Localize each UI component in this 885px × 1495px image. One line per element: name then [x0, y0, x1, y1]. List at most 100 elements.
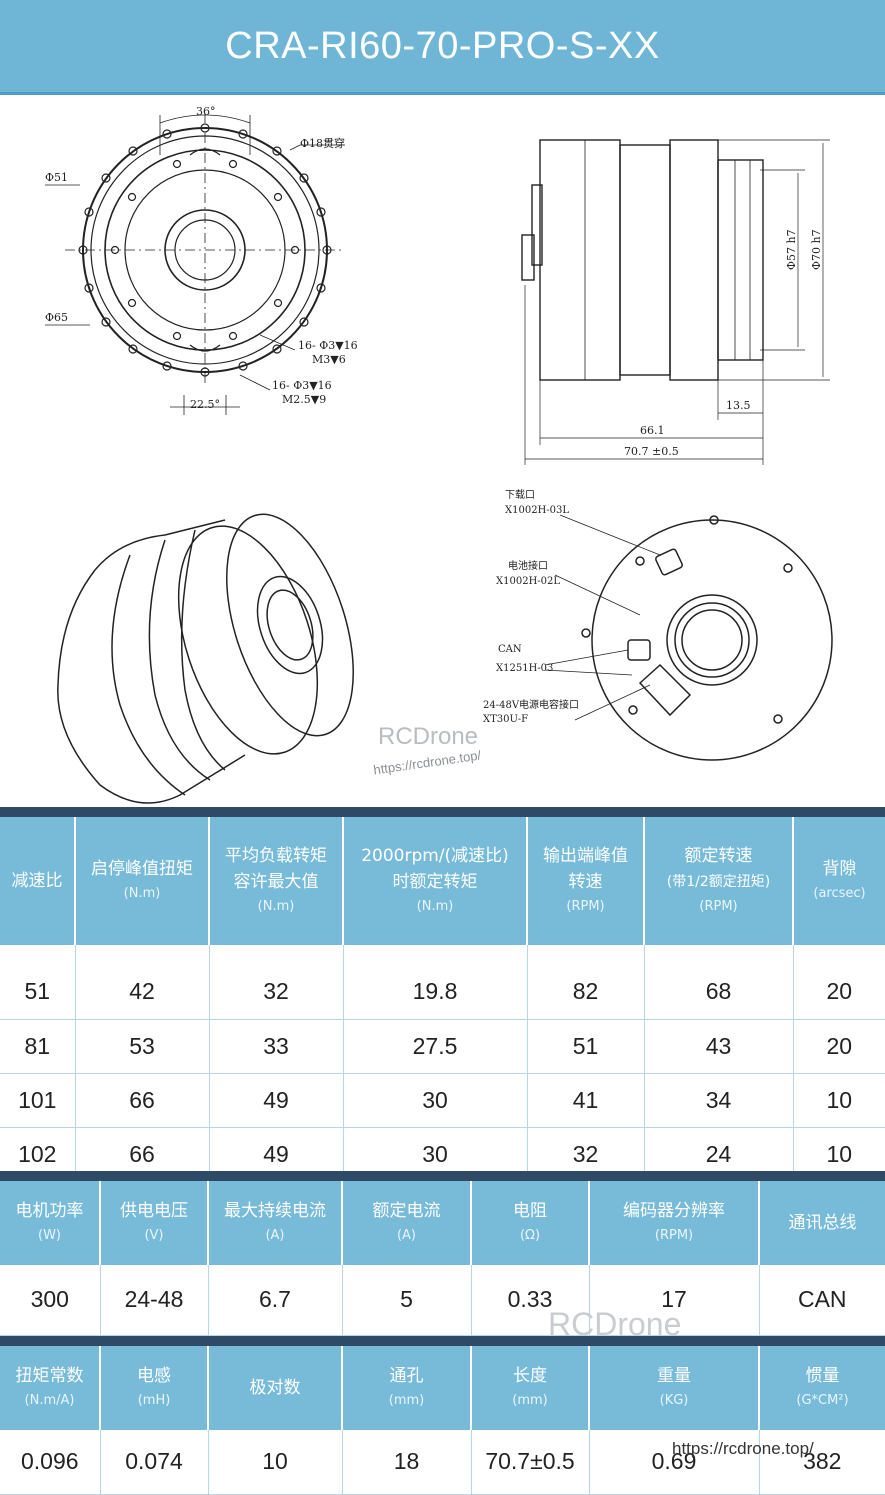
performance-table: 减速比 启停峰值扭矩(N.m) 平均负载转矩容许最大值(N.m) 2000rpm…	[0, 817, 885, 1182]
table-cell: 27.5	[343, 1019, 528, 1074]
table-cell: 53	[75, 1019, 210, 1074]
table-cell: 0.096	[0, 1430, 101, 1495]
section-divider	[0, 1171, 885, 1181]
bolt-holes-inner	[110, 159, 300, 341]
dim-51-label: Φ51	[45, 171, 68, 184]
side-view-drawing	[521, 139, 830, 465]
bolt-holes-outer	[78, 123, 332, 377]
dim-m3-sub-label: M3▼6	[312, 353, 346, 366]
port2-label: 电池接口	[508, 559, 548, 572]
header-max-continuous-current: 最大持续电流(A)	[208, 1181, 343, 1265]
table-row: 51 42 32 19.8 82 68 20	[0, 965, 885, 1020]
dim-22-5-label: 22.5°	[190, 398, 220, 411]
table-row: 0.096 0.074 10 18 70.7±0.5 0.69 382	[0, 1430, 885, 1495]
port1-part: X1002H-03L	[505, 505, 569, 516]
front-view-labels: 36° Φ18贯穿 Φ51 Φ65 16- Φ3▼16 M3▼6 16- Φ3▼…	[45, 105, 358, 411]
table-header-row: 电机功率(W) 供电电压(V) 最大持续电流(A) 额定电流(A) 电阻(Ω) …	[0, 1181, 885, 1265]
table-cell: 82	[527, 965, 645, 1020]
header-resistance: 电阻(Ω)	[471, 1181, 590, 1265]
dim-m3-label: 16- Φ3▼16	[298, 339, 358, 352]
table-cell: 300	[0, 1265, 101, 1336]
dim-65-label: Φ65	[45, 311, 68, 324]
table-cell: 10	[208, 1430, 343, 1495]
table-row: 300 24-48 6.7 5 0.33 17 CAN	[0, 1265, 885, 1336]
table-cell: 70.7±0.5	[471, 1430, 590, 1495]
header-torque-constant: 扭矩常数(N.m/A)	[0, 1346, 101, 1430]
table-cell: 32	[209, 965, 344, 1020]
header-inertia: 惯量(G*CM²)	[759, 1346, 885, 1430]
back-view-drawing	[544, 514, 833, 761]
header-comm-bus: 通讯总线	[759, 1181, 885, 1265]
dim-13-5-label: 13.5	[726, 399, 751, 412]
dim-57-label: Φ57 h7	[785, 229, 798, 270]
technical-drawing-area: 36° Φ18贯穿 Φ51 Φ65 16- Φ3▼16 M3▼6 16- Φ3▼…	[0, 95, 885, 807]
table-cell: 5	[342, 1265, 472, 1336]
table-cell: 6.7	[208, 1265, 343, 1336]
header-length: 长度(mm)	[471, 1346, 590, 1430]
table-cell: 101	[0, 1073, 76, 1128]
table-cell: 0.074	[100, 1430, 209, 1495]
header-pole-pairs: 极对数	[208, 1346, 343, 1430]
port3-part: X1251H-03	[496, 663, 553, 674]
technical-drawings-svg: 36° Φ18贯穿 Φ51 Φ65 16- Φ3▼16 M3▼6 16- Φ3▼…	[45, 105, 833, 804]
header-rated-speed: 额定转速(带1/2额定扭矩)(RPM)	[644, 817, 794, 945]
table-header-row: 扭矩常数(N.m/A) 电感(mH) 极对数 通孔(mm) 长度(mm) 重量(…	[0, 1346, 885, 1430]
table-cell: 30	[343, 1073, 528, 1128]
table-cell: 18	[342, 1430, 472, 1495]
table-cell: 0.33	[471, 1265, 590, 1336]
table-cell: 49	[209, 1073, 344, 1128]
header-ratio: 减速比	[0, 817, 76, 945]
table-cell: 33	[209, 1019, 344, 1074]
table-row: 101 66 49 30 41 34 10	[0, 1073, 885, 1128]
header-backlash: 背隙(arcsec)	[793, 817, 885, 945]
table-spacer-row	[0, 945, 885, 965]
table-cell: 66	[75, 1073, 210, 1128]
table-cell: 382	[759, 1430, 885, 1495]
header-motor-power: 电机功率(W)	[0, 1181, 101, 1265]
header-weight: 重量(KG)	[589, 1346, 760, 1430]
table-cell: 42	[75, 965, 210, 1020]
table-row: 81 53 33 27.5 51 43 20	[0, 1019, 885, 1074]
table-cell: 20	[793, 965, 885, 1020]
back-view-labels: 下载口 X1002H-03L 电池接口 X1002H-02L CAN X1251…	[483, 489, 579, 725]
table-cell: 41	[527, 1073, 645, 1128]
port4-label: 24-48V电源电容接口	[483, 698, 579, 711]
table-cell: 68	[644, 965, 794, 1020]
table-cell: 17	[589, 1265, 760, 1336]
front-view-drawing	[45, 113, 345, 415]
header-rated-torque: 2000rpm/(减速比)时额定转矩(N.m)	[343, 817, 528, 945]
header-peak-torque: 启停峰值扭矩(N.m)	[75, 817, 210, 945]
table-cell: CAN	[759, 1265, 885, 1336]
port2-part: X1002H-02L	[496, 576, 560, 587]
header-inductance: 电感(mH)	[100, 1346, 209, 1430]
header-through-hole: 通孔(mm)	[342, 1346, 472, 1430]
port3-label: CAN	[498, 644, 522, 655]
motor-electrical-table: 电机功率(W) 供电电压(V) 最大持续电流(A) 额定电流(A) 电阻(Ω) …	[0, 1181, 885, 1336]
dim-18-label: Φ18贯穿	[300, 136, 345, 150]
port1-label: 下载口	[505, 489, 535, 501]
table-cell: 34	[644, 1073, 794, 1128]
header-output-peak-speed: 输出端峰值转速(RPM)	[527, 817, 645, 945]
table-cell: 81	[0, 1019, 76, 1074]
side-view-labels: 13.5 66.1 70.7 ±0.5 Φ57 h7 Φ70 h7	[624, 229, 823, 458]
header-encoder-resolution: 编码器分辨率(RPM)	[589, 1181, 760, 1265]
motor-mechanical-table: 扭矩常数(N.m/A) 电感(mH) 极对数 通孔(mm) 长度(mm) 重量(…	[0, 1346, 885, 1495]
dim-36-label: 36°	[196, 105, 216, 118]
table-cell: 10	[793, 1073, 885, 1128]
dim-70-label: Φ70 h7	[810, 229, 823, 270]
dim-m25-sub-label: M2.5▼9	[282, 393, 326, 406]
header-supply-voltage: 供电电压(V)	[100, 1181, 209, 1265]
dim-m25-label: 16- Φ3▼16	[272, 379, 332, 392]
section-divider	[0, 807, 885, 817]
header-rated-current: 额定电流(A)	[342, 1181, 472, 1265]
page-title: CRA-RI60-70-PRO-S-XX	[225, 24, 660, 67]
table-cell: 0.69	[589, 1430, 760, 1495]
table-header-row: 减速比 启停峰值扭矩(N.m) 平均负载转矩容许最大值(N.m) 2000rpm…	[0, 817, 885, 945]
table-cell: 24-48	[100, 1265, 209, 1336]
dim-66-1-label: 66.1	[640, 424, 665, 437]
dim-70-7-label: 70.7 ±0.5	[624, 445, 679, 458]
title-bar: CRA-RI60-70-PRO-S-XX	[0, 0, 885, 95]
section-divider	[0, 1336, 885, 1346]
table-cell: 51	[0, 965, 76, 1020]
table-cell: 20	[793, 1019, 885, 1074]
